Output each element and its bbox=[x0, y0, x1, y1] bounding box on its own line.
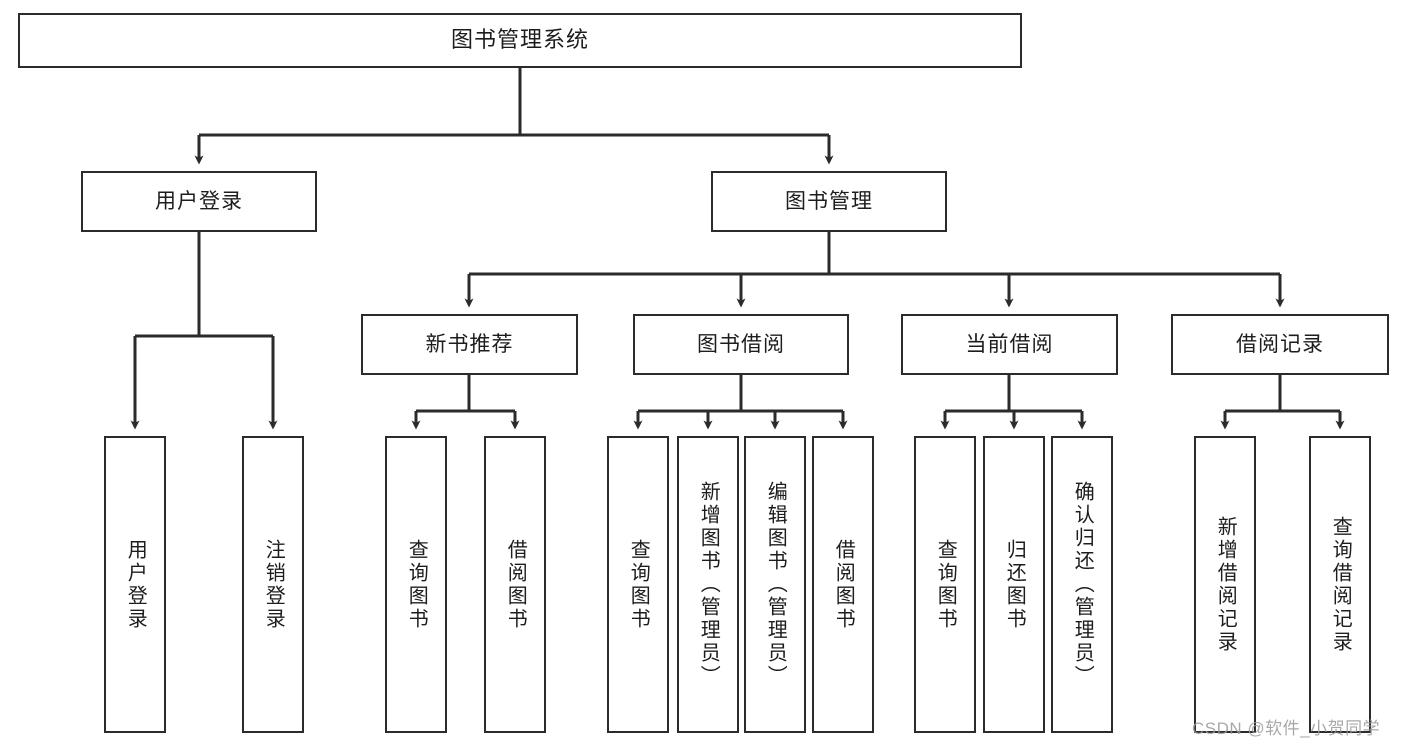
node-current-borrow[interactable]: 当前借阅 bbox=[901, 314, 1118, 375]
node-current-borrow-label: 当前借阅 bbox=[965, 332, 1054, 356]
node-borrow-records[interactable]: 借阅记录 bbox=[1171, 314, 1389, 375]
leaf-return-books[interactable]: 归还图书 bbox=[983, 436, 1045, 733]
leaf-add-borrow-record[interactable]: 新增借阅记录 bbox=[1194, 436, 1256, 733]
watermark: CSDN @软件_小贺同学 bbox=[1192, 719, 1381, 738]
node-root[interactable]: 图书管理系统 bbox=[18, 13, 1022, 68]
leaf-add-book-admin[interactable]: 新增图书（管理员） bbox=[677, 436, 739, 733]
edges-current-to-leaves bbox=[940, 375, 1087, 430]
edges-newbooks-to-leaves bbox=[411, 375, 520, 430]
node-book-management[interactable]: 图书管理 bbox=[711, 171, 947, 232]
edges-records-to-leaves bbox=[1220, 375, 1345, 430]
leaf-query-books-current-label: 查询图书 bbox=[934, 538, 957, 631]
leaf-logout[interactable]: 注销登录 bbox=[242, 436, 304, 733]
leaf-query-books-recommend[interactable]: 查询图书 bbox=[385, 436, 447, 733]
node-root-label: 图书管理系统 bbox=[450, 27, 589, 53]
leaf-user-login-label: 用户登录 bbox=[124, 538, 147, 631]
leaf-edit-book-admin-label: 编辑图书（管理员） bbox=[764, 481, 787, 688]
leaf-query-books-borrow[interactable]: 查询图书 bbox=[607, 436, 669, 733]
leaf-query-borrow-record[interactable]: 查询借阅记录 bbox=[1309, 436, 1371, 733]
leaf-user-login[interactable]: 用户登录 bbox=[104, 436, 166, 733]
leaf-return-books-label: 归还图书 bbox=[1003, 538, 1026, 631]
node-new-book-recommend[interactable]: 新书推荐 bbox=[361, 314, 578, 375]
edges-booksmgmt-to-level3 bbox=[464, 232, 1285, 308]
leaf-confirm-return-admin-label: 确认归还（管理员） bbox=[1071, 481, 1094, 688]
leaf-confirm-return-admin[interactable]: 确认归还（管理员） bbox=[1051, 436, 1113, 733]
leaf-add-book-admin-label: 新增图书（管理员） bbox=[697, 481, 720, 688]
leaf-query-books-borrow-label: 查询图书 bbox=[627, 538, 650, 631]
leaf-add-borrow-record-label: 新增借阅记录 bbox=[1214, 515, 1237, 654]
leaf-query-books-recommend-label: 查询图书 bbox=[405, 538, 428, 631]
edges-userlogin-to-leaves bbox=[130, 232, 278, 430]
node-user-login-label: 用户登录 bbox=[155, 189, 243, 213]
leaf-edit-book-admin[interactable]: 编辑图书（管理员） bbox=[744, 436, 806, 733]
leaf-logout-label: 注销登录 bbox=[262, 538, 285, 631]
node-book-management-label: 图书管理 bbox=[785, 189, 873, 213]
leaf-borrow-books-label: 借阅图书 bbox=[832, 538, 855, 631]
edges-borrow-to-leaves bbox=[633, 375, 848, 430]
leaf-borrow-books-recommend[interactable]: 借阅图书 bbox=[484, 436, 546, 733]
leaf-borrow-books-recommend-label: 借阅图书 bbox=[504, 538, 527, 631]
node-user-login[interactable]: 用户登录 bbox=[81, 171, 317, 232]
node-book-borrow-label: 图书借阅 bbox=[697, 332, 785, 356]
node-borrow-records-label: 借阅记录 bbox=[1236, 332, 1324, 356]
leaf-query-books-current[interactable]: 查询图书 bbox=[914, 436, 976, 733]
node-new-book-recommend-label: 新书推荐 bbox=[425, 332, 514, 356]
edges-root-to-level2 bbox=[194, 68, 834, 165]
leaf-query-borrow-record-label: 查询借阅记录 bbox=[1329, 515, 1352, 654]
leaf-borrow-books[interactable]: 借阅图书 bbox=[812, 436, 874, 733]
node-book-borrow[interactable]: 图书借阅 bbox=[633, 314, 849, 375]
